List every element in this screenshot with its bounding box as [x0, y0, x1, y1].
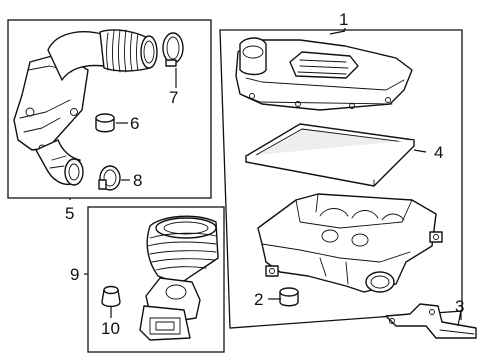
hose-clamp-7 — [162, 32, 184, 67]
callout-8: 8 — [133, 171, 142, 190]
grommet-2 — [279, 287, 299, 307]
group-box-1 — [219, 29, 463, 329]
mounting-bracket-3 — [385, 303, 477, 339]
air-cleaner-housing — [257, 193, 443, 293]
air-filter-element — [245, 123, 415, 187]
callout-7: 7 — [169, 88, 178, 107]
callout-4: 4 — [434, 143, 443, 162]
callout-2: 2 — [254, 290, 263, 309]
callout-5: 5 — [65, 204, 74, 223]
intake-duct-assembly — [13, 29, 158, 186]
group-box-9 — [87, 206, 225, 353]
air-cleaner-cover — [235, 37, 413, 111]
intake-hose-9 — [139, 215, 219, 341]
callout-1: 1 — [339, 10, 348, 29]
group-box-5 — [7, 19, 212, 199]
leader-lines — [69, 28, 462, 327]
callout-9: 9 — [70, 265, 79, 284]
cap-10 — [101, 285, 121, 308]
sleeve-6 — [95, 113, 115, 133]
callout-6: 6 — [130, 114, 139, 133]
callout-10: 10 — [101, 319, 120, 338]
callout-3: 3 — [455, 297, 464, 316]
hose-clamp-8 — [98, 165, 121, 191]
